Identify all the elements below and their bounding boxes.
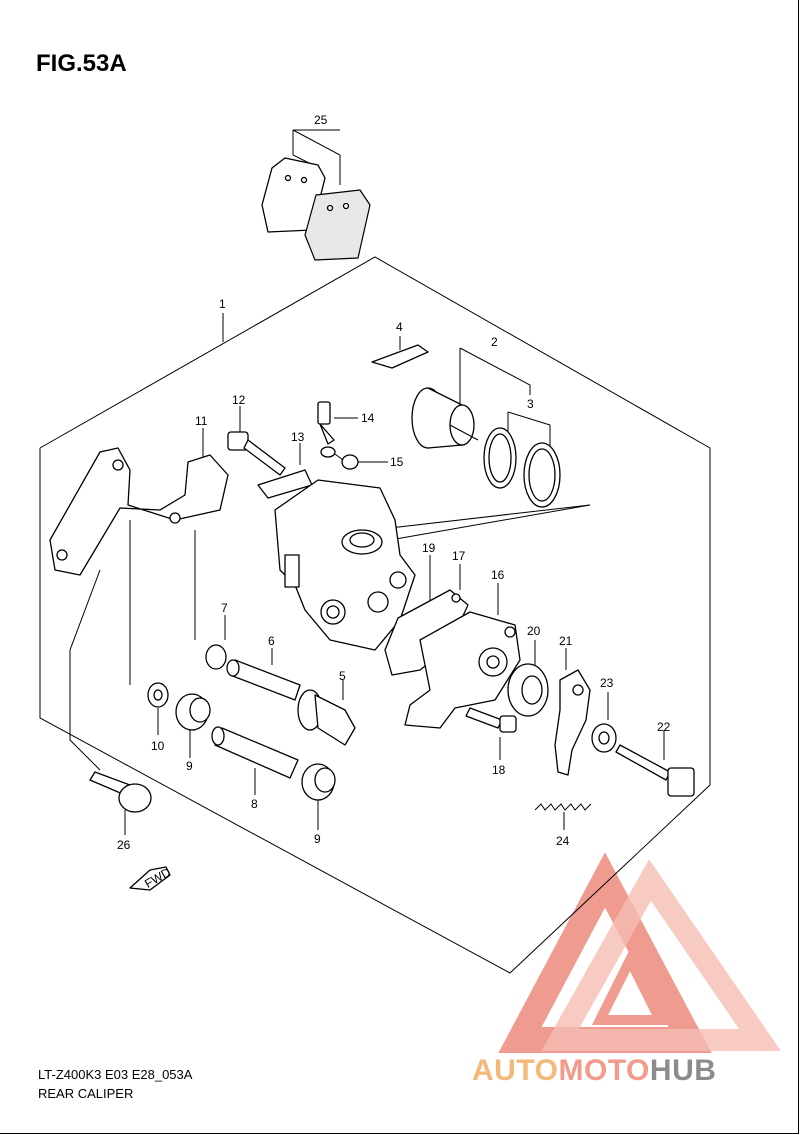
slide-pin-sleeve [226, 659, 301, 701]
pad-spring [371, 344, 429, 369]
callout: 24 [556, 834, 570, 848]
pin-boot [205, 644, 227, 670]
callout: 26 [117, 838, 131, 852]
caliper-bracket [49, 447, 229, 576]
section-name: REAR CALIPER [38, 1086, 134, 1101]
callout: 8 [251, 797, 258, 811]
dust-boot [175, 693, 211, 731]
holder-bolt [465, 707, 517, 733]
slide-pin [297, 689, 356, 746]
adjuster-bolt [615, 744, 695, 797]
callout: 17 [452, 549, 466, 563]
callout: 1 [219, 297, 226, 311]
pin-bolt [227, 431, 286, 476]
callout: 14 [361, 411, 375, 425]
callout: 20 [527, 624, 541, 638]
watermark-text: AUTOMOTOHUB [472, 1054, 716, 1088]
watermark-part: AUTO [472, 1054, 559, 1087]
watermark-part: MOTO [558, 1054, 650, 1087]
leader-lines [69, 129, 665, 835]
parking-brake-lever [554, 669, 591, 776]
callout: 9 [314, 832, 321, 846]
model-code: LT-Z400K3 E03 E28_053A [38, 1067, 193, 1082]
callout: 13 [291, 430, 305, 444]
callout: 2 [491, 335, 498, 349]
callout: 10 [151, 739, 165, 753]
callout: 18 [492, 763, 506, 777]
callout: 9 [186, 759, 193, 773]
callout: 15 [390, 455, 404, 469]
callout: 22 [657, 720, 671, 734]
bracket-pin [211, 726, 299, 779]
brake-pads [261, 157, 371, 261]
adjuster-nut [507, 663, 549, 717]
callout-labels: 1 2 3 4 5 6 7 8 9 9 10 11 12 13 14 15 16… [117, 113, 671, 852]
callout: 19 [422, 541, 436, 555]
bleeder-valve [317, 401, 335, 445]
callout: 5 [339, 669, 346, 683]
callout: 25 [314, 113, 328, 127]
callout: 6 [268, 634, 275, 648]
callout: 7 [221, 601, 228, 615]
watermark-part: HUB [649, 1054, 717, 1087]
watermark-logo [498, 852, 781, 1053]
dust-boot [301, 763, 336, 801]
figure-title: FIG.53A [36, 50, 127, 77]
callout: 21 [559, 634, 573, 648]
callout: 11 [195, 414, 208, 428]
bracket-bolt [89, 771, 152, 813]
callout: 16 [491, 568, 505, 582]
return-spring [534, 803, 592, 811]
callout: 4 [396, 320, 403, 334]
parking-brake-holder [404, 611, 521, 729]
lever-nut [591, 723, 617, 753]
washer [147, 682, 169, 708]
callout: 3 [527, 397, 534, 411]
caliper-piston [411, 387, 479, 449]
piston-seals [483, 427, 561, 508]
bleeder-cap [320, 446, 359, 470]
forward-arrow-icon: FWD [129, 865, 173, 891]
callout: 12 [232, 393, 246, 407]
assembly-outline [39, 256, 711, 974]
fwd-label: FWD [142, 865, 173, 891]
callout: 23 [600, 676, 614, 690]
caliper-body [274, 479, 416, 651]
